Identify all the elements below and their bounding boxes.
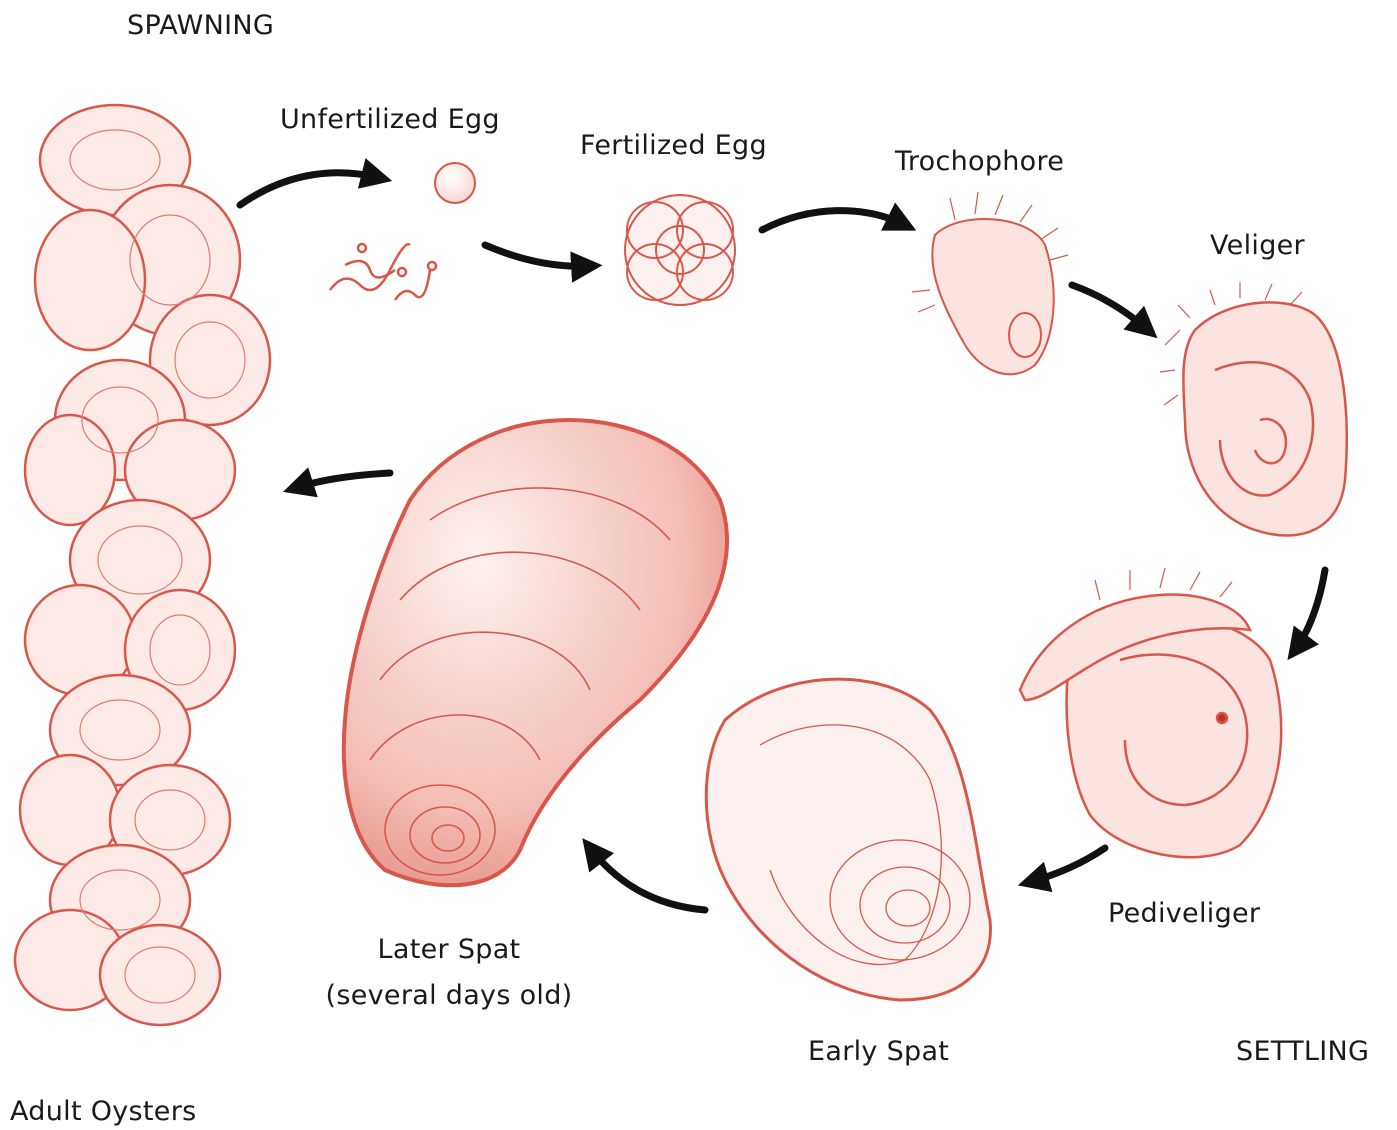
label-veliger: Veliger <box>1210 230 1305 261</box>
label-pediveliger: Pediveliger <box>1108 898 1260 929</box>
arrow-later-spat-to-adults <box>295 473 390 488</box>
label-early-spat: Early Spat <box>808 1036 949 1067</box>
label-later-spat: Later Spat <box>318 934 580 965</box>
arrow-egg-to-fertilized <box>485 245 590 266</box>
label-later-spat-age: (several days old) <box>312 980 586 1011</box>
label-adult-oysters: Adult Oysters <box>10 1096 196 1127</box>
arrow-spawning-to-egg <box>240 173 380 205</box>
arrow-trochophore-to-veliger <box>1072 285 1148 330</box>
sperm-cells-drawing <box>330 244 436 300</box>
label-trochophore: Trochophore <box>895 146 1064 177</box>
early-spat-drawing <box>706 679 990 1000</box>
arrow-pediveliger-to-early-spat <box>1030 848 1105 882</box>
fertilized-egg-drawing <box>625 195 735 305</box>
trochophore-drawing <box>912 192 1068 374</box>
veliger-drawing <box>1160 282 1347 536</box>
label-spawning: SPAWNING <box>127 10 274 41</box>
arrow-fertilized-to-trochophore <box>762 211 905 230</box>
arrow-early-spat-to-later-spat <box>590 848 705 910</box>
unfertilized-egg-drawing <box>435 163 475 203</box>
adult-oysters-cluster <box>15 105 270 1025</box>
arrow-veliger-to-pediveliger <box>1295 570 1325 650</box>
label-fertilized-egg: Fertilized Egg <box>580 130 767 161</box>
later-spat-drawing <box>344 420 727 885</box>
label-settling: SETTLING <box>1236 1036 1369 1067</box>
pediveliger-drawing <box>1020 568 1281 857</box>
label-unfertilized-egg: Unfertilized Egg <box>280 104 500 135</box>
